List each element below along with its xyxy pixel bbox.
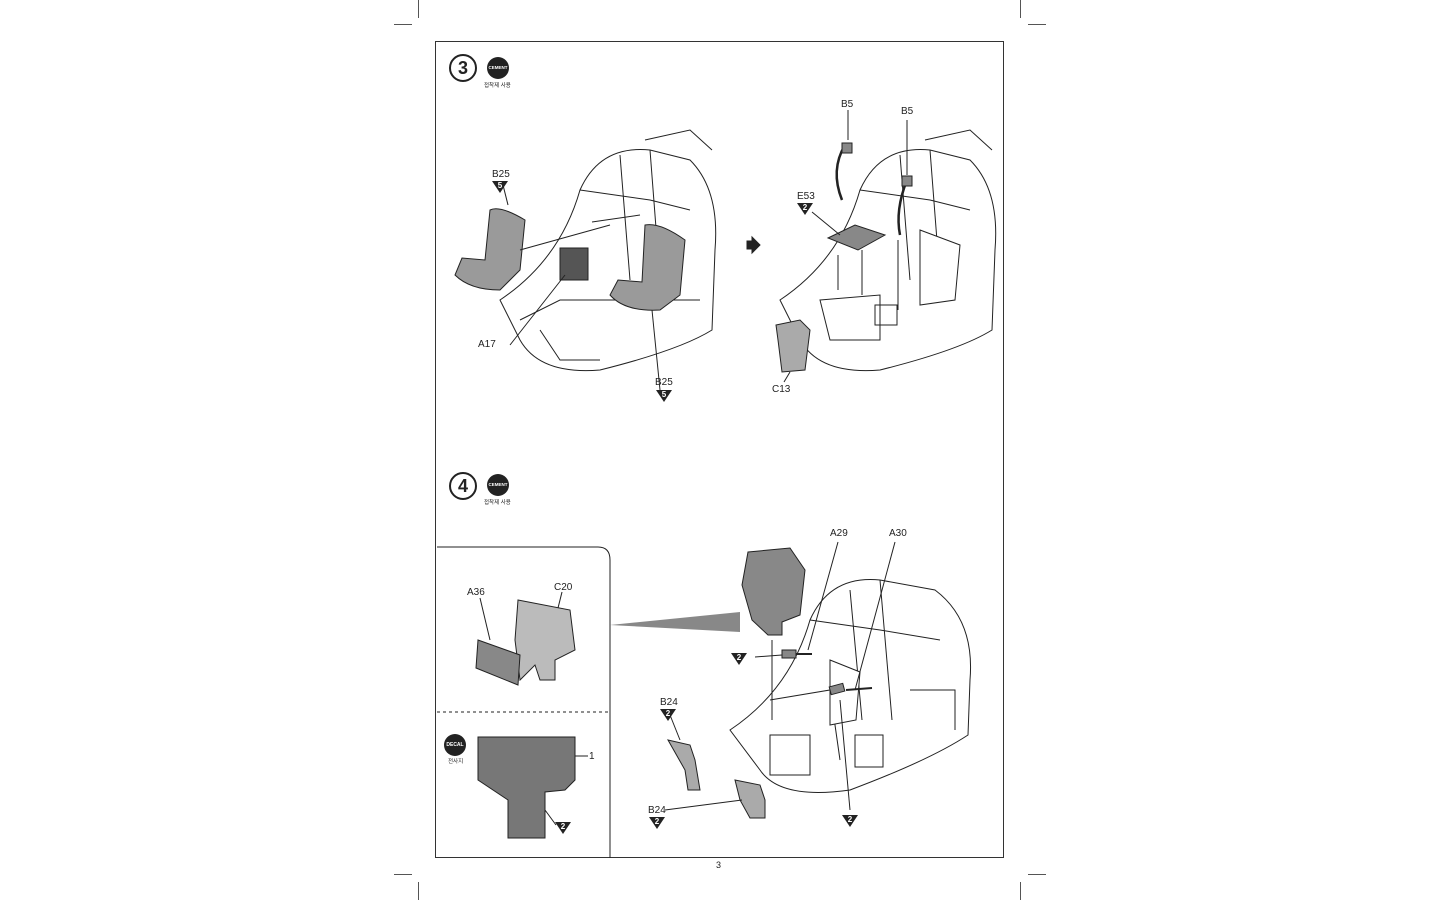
- count-b25-top: 5: [492, 181, 508, 193]
- instruction-page-frame: [435, 41, 1004, 858]
- label-a17: A17: [478, 339, 496, 350]
- crop-mark: [418, 0, 419, 18]
- count-b24-bottom: 2: [649, 817, 665, 829]
- count-a30: 2: [842, 815, 858, 827]
- crop-mark: [1020, 882, 1021, 900]
- crop-mark: [394, 24, 412, 25]
- cement-caption: 접착제 사용: [484, 83, 511, 89]
- cockpit-frame-step4: [729, 579, 972, 793]
- crop-mark: [394, 874, 412, 875]
- label-c13: C13: [772, 384, 791, 395]
- part-a36: [475, 639, 521, 686]
- step-4-number: 4: [449, 472, 477, 500]
- cement-caption: 접착제 사용: [484, 500, 511, 506]
- label-a36: A36: [467, 587, 485, 598]
- label-b25-bottom: B25: [655, 377, 673, 388]
- part-c20: [514, 599, 576, 682]
- decal-instrument-panel: [477, 736, 576, 839]
- part-b24-lower: [734, 779, 766, 819]
- count-b25-bottom: 5: [656, 390, 672, 402]
- seat-b25-left: [454, 208, 526, 291]
- console-a17: [559, 247, 589, 281]
- instrument-console-step4: [741, 547, 806, 636]
- label-e53: E53: [797, 191, 815, 202]
- count-b24-top: 2: [660, 709, 676, 721]
- label-b24-top: B24: [660, 697, 678, 708]
- seat-b25-right: [609, 224, 686, 311]
- label-a30: A30: [889, 528, 907, 539]
- seat-step4: [829, 659, 861, 726]
- crop-mark: [1020, 0, 1021, 18]
- label-b5-left: B5: [841, 99, 854, 110]
- crop-mark: [1028, 874, 1046, 875]
- part-a29: [781, 649, 797, 659]
- label-a29: A29: [830, 528, 848, 539]
- label-c20: C20: [554, 582, 573, 593]
- label-b24-bottom: B24: [648, 805, 666, 816]
- cement-icon: CEMENT: [487, 474, 509, 496]
- step-3-number: 3: [449, 54, 477, 82]
- crop-mark: [418, 882, 419, 900]
- label-b25-top: B25: [492, 169, 510, 180]
- part-b24-upper: [667, 739, 701, 791]
- decal-caption: 전사지: [448, 759, 464, 765]
- count-a29: 2: [731, 653, 747, 665]
- panel-e53: [826, 224, 887, 251]
- crop-mark: [1028, 24, 1046, 25]
- page-number: 3: [716, 860, 722, 870]
- cement-icon: CEMENT: [487, 57, 509, 79]
- part-a30: [828, 682, 846, 696]
- count-e53: 2: [797, 203, 813, 215]
- label-b5-right: B5: [901, 106, 914, 117]
- cockpit-frame-step3-right: [779, 129, 997, 372]
- count-decal: 2: [555, 822, 571, 834]
- part-c13: [775, 319, 811, 373]
- decal-icon: DECAL: [444, 734, 466, 756]
- seat-right-cockpit: [919, 229, 961, 306]
- label-decal-1: 1: [589, 751, 595, 762]
